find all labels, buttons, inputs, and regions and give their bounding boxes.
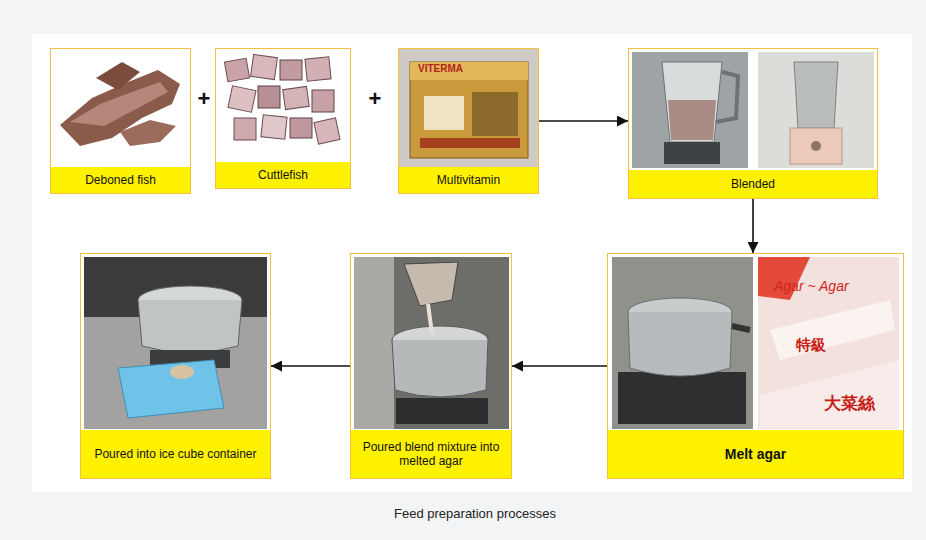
pouring-photo-part <box>354 257 509 429</box>
label-bar: Multivitamin <box>399 167 538 193</box>
cuttlefish-photo-part <box>234 118 256 140</box>
blender-photo-part <box>716 72 738 122</box>
label-bar: Deboned fish <box>51 167 190 193</box>
package-text: VITERMA <box>418 63 463 74</box>
figure-caption: Feed preparation processes <box>325 506 625 521</box>
process-box: Poured into ice cube container <box>80 253 271 479</box>
process-box: Blended <box>628 48 878 199</box>
pouring-photo-part <box>396 398 488 424</box>
label-bar: Melt agar <box>608 430 903 478</box>
blender-photo-part <box>668 100 716 140</box>
agar-photo-part <box>758 257 899 429</box>
blender-photo-part <box>662 62 722 142</box>
package-text: 大菜絲 <box>824 392 875 415</box>
cuttlefish-photo-part <box>224 58 249 82</box>
cuttlefish-photo-part <box>305 57 331 81</box>
process-box: Deboned fish <box>50 48 191 194</box>
step-label: Deboned fish <box>80 171 161 189</box>
pouring-photo-part <box>354 257 394 429</box>
plus-sign: + <box>366 86 384 112</box>
label-bar: Cuttlefish <box>216 162 350 188</box>
fish-photo-part <box>51 49 190 167</box>
pouring-photo-part <box>404 262 458 306</box>
vitamin-photo-part <box>420 138 520 148</box>
flow-arrow <box>271 365 350 367</box>
ice-tray-photo <box>84 257 267 429</box>
cuttlefish-photo-part <box>258 86 280 108</box>
blender-photo-part <box>664 142 720 164</box>
blender-photo-part <box>794 62 838 128</box>
process-box: Melt agar <box>607 253 904 479</box>
fish-photo-part <box>120 120 176 146</box>
pouring-photo-part <box>392 340 488 397</box>
label-bar: Poured blend mixture into melted agar <box>351 430 511 478</box>
process-box: Cuttlefish <box>215 48 351 189</box>
blender-photo-part <box>758 52 874 168</box>
vitamin-photo-part <box>424 96 464 130</box>
label-bar: Poured into ice cube container <box>81 430 270 478</box>
process-box: Poured blend mixture into melted agar <box>350 253 512 479</box>
agar-photo-part <box>760 360 899 428</box>
fish-photo <box>51 49 190 167</box>
blender-photo-part <box>632 52 748 168</box>
pouring-photo <box>354 257 509 429</box>
vitamin-photo-part <box>410 62 528 80</box>
cuttlefish-photo-part <box>280 60 302 80</box>
vitamin-photo-part <box>410 62 528 158</box>
package-text: Agar ~ Agar <box>774 278 849 294</box>
fish-photo-part <box>96 62 140 90</box>
blender-photo <box>632 52 874 168</box>
ice-tray-photo-part <box>170 365 194 379</box>
vitamin-photo <box>399 49 538 167</box>
cuttlefish-photo-part <box>261 115 287 139</box>
vitamin-photo-part <box>399 49 538 167</box>
flow-arrow <box>512 365 607 367</box>
agar-photo-part <box>628 312 732 376</box>
cuttlefish-photo-part <box>290 118 312 138</box>
cuttlefish-photo-part <box>228 86 256 113</box>
plus-sign: + <box>195 86 213 112</box>
ice-tray-photo-part <box>84 257 267 429</box>
step-label: Poured into ice cube container <box>89 445 261 463</box>
step-label: Poured blend mixture into melted agar <box>351 438 511 471</box>
agar-photo-part <box>732 326 750 330</box>
ice-tray-photo-part <box>118 360 224 418</box>
cuttlefish-photo-part <box>216 49 350 163</box>
step-label: Multivitamin <box>432 171 505 189</box>
step-label: Melt agar <box>720 444 791 465</box>
agar-photo <box>612 257 899 429</box>
step-label: Cuttlefish <box>253 166 313 184</box>
step-label: Blended <box>726 175 780 193</box>
package-text: 特級 <box>796 336 826 355</box>
blender-photo-part <box>790 128 842 164</box>
vitamin-photo-part <box>472 92 518 136</box>
cuttlefish-photo-part <box>251 54 278 79</box>
flow-arrow <box>539 120 628 122</box>
cuttlefish-photo-part <box>314 118 340 144</box>
cuttlefish-photo <box>216 49 350 163</box>
pouring-photo-part <box>428 304 432 334</box>
agar-photo-part <box>618 372 746 424</box>
flow-arrow <box>752 199 754 253</box>
agar-photo-part <box>770 300 895 360</box>
cuttlefish-photo-part <box>312 90 334 112</box>
blender-photo-part <box>811 141 821 151</box>
cuttlefish-photo-part <box>283 86 310 109</box>
agar-photo-part <box>612 257 753 429</box>
panel-ground <box>32 34 912 492</box>
ice-tray-photo-part <box>138 300 242 353</box>
label-bar: Blended <box>629 170 877 198</box>
